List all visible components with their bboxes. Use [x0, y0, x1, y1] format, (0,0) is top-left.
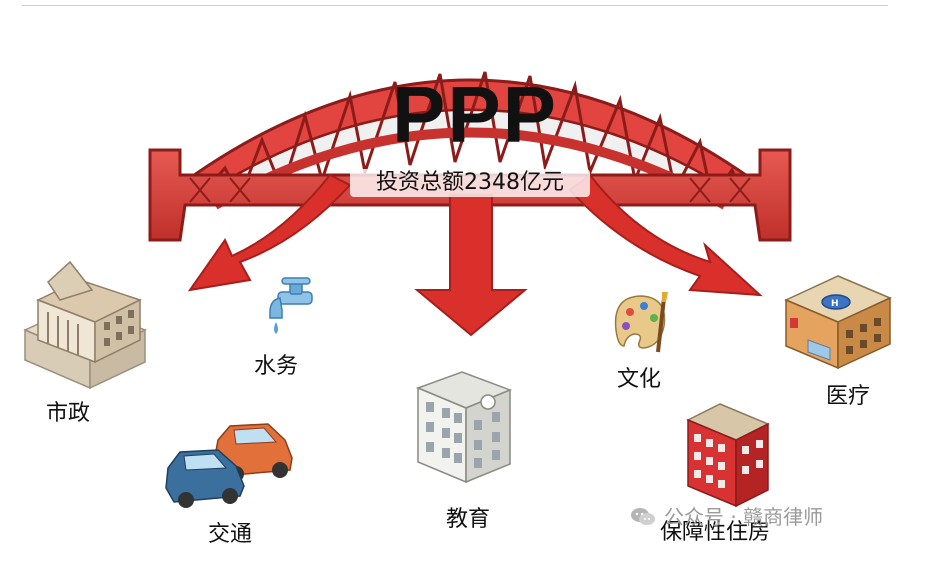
total-investment-label: 投资总额2348亿元 [350, 169, 590, 197]
diagram-title: PPP [391, 70, 559, 159]
school-building-icon [415, 371, 513, 484]
government-building-icon [23, 260, 147, 390]
sector-label-municipal: 市政 [46, 401, 91, 426]
top-divider [22, 5, 888, 6]
sector-label-water: 水务 [254, 354, 299, 379]
wechat-icon [631, 508, 655, 525]
arrow-left [187, 173, 352, 292]
sector-label-housing: 保障性住房 [660, 520, 771, 545]
hospital-icon: H [784, 275, 892, 370]
sector-label-medical: 医疗 [826, 384, 871, 409]
arrow-center [414, 194, 528, 337]
arrow-right [568, 173, 763, 297]
sector-label-culture: 文化 [617, 367, 662, 392]
watermark-text: 公众号 · 赣商律师 [664, 505, 824, 529]
faucet-icon [269, 277, 313, 334]
svg-text:H: H [831, 299, 839, 309]
apartment-building-icon [686, 403, 770, 508]
palette-icon [614, 292, 668, 353]
watermark: 公众号 · 赣商律师 [630, 505, 823, 529]
cars-icon [165, 423, 293, 508]
sector-label-education: 教育 [446, 507, 491, 532]
sector-label-transport: 交通 [208, 522, 253, 547]
